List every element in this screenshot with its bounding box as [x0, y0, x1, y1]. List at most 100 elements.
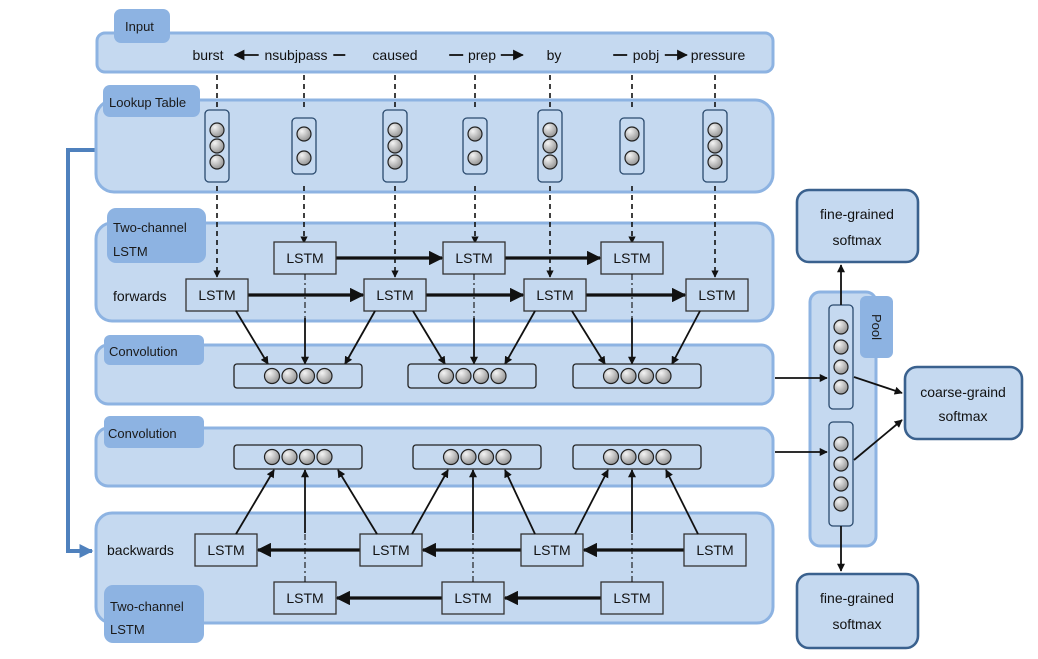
forwards-label: forwards: [113, 288, 167, 304]
neuron-node: [833, 476, 849, 492]
neuron-node: [298, 448, 316, 466]
neuron-node: [602, 448, 620, 466]
lstm-backward-relation: LSTM: [441, 581, 505, 615]
neuron-node: [620, 367, 637, 385]
neuron-node: [460, 448, 477, 466]
neuron-node: [281, 448, 298, 466]
neuron-node: [833, 456, 849, 472]
neuron-node: [542, 154, 558, 170]
lookup-vector: [537, 109, 563, 183]
neuron-node: [542, 122, 558, 138]
lstm-backward-word: LSTM: [194, 533, 258, 567]
lstm-to-conv-arrow: [337, 469, 378, 535]
lookup-table-panel: Lookup Table: [94, 85, 775, 194]
neuron-node: [833, 436, 849, 452]
neuron-node: [707, 138, 723, 154]
lstm-forward-relation: LSTM: [442, 241, 506, 275]
pool-to-coarse-softmax-arrow: [853, 419, 903, 461]
lstm-label: LSTM: [372, 542, 409, 558]
lstm-label: LSTM: [454, 590, 491, 606]
lstm-to-conv-arrow: [571, 310, 606, 365]
neuron-node: [316, 367, 333, 385]
lstm-label: LSTM: [376, 287, 413, 303]
neuron-node: [467, 150, 483, 166]
conv-vector-box: [233, 363, 363, 389]
lookup-vector: [702, 109, 728, 183]
neuron-node: [707, 154, 723, 170]
neuron-node: [542, 138, 558, 154]
lstm-box: [683, 533, 747, 567]
neuron-node: [637, 448, 655, 466]
backward-lstm-panel: Two-channel LSTM: [94, 511, 775, 643]
neuron-node: [624, 150, 640, 166]
lstm-to-conv-arrow: [574, 469, 609, 535]
lstm-box: [185, 278, 249, 312]
input-word: caused: [372, 47, 417, 63]
backwards-label: backwards: [107, 542, 174, 558]
neuron-node: [655, 367, 672, 385]
lstm-to-conv-arrow: [235, 469, 275, 535]
fine-grained-softmax-top: fine-grained softmax: [795, 188, 920, 264]
lookup-vector: [619, 117, 645, 175]
lstm-forward-relation: LSTM: [600, 241, 664, 275]
dependency-relation: nsubjpass: [233, 47, 346, 63]
lstm-label: LSTM: [198, 287, 235, 303]
conv-vector-box: [233, 444, 363, 470]
fwd-tab-line2: LSTM: [113, 244, 148, 259]
lstm-to-conv-arrow: [344, 310, 376, 365]
neuron-node: [209, 138, 225, 154]
conv-vector-box: [572, 444, 702, 470]
lstm-backward-word: LSTM: [359, 533, 423, 567]
lstm-forward-relation: LSTM: [273, 241, 337, 275]
input-word: by: [547, 47, 562, 63]
word-text: caused: [372, 47, 417, 63]
neuron-node: [833, 496, 849, 512]
word-text: burst: [192, 47, 223, 63]
bwd-tab-line1: Two-channel: [110, 599, 184, 614]
neuron-node: [316, 448, 333, 466]
neuron-node: [833, 379, 849, 395]
pool-vector-top: [828, 304, 854, 410]
lstm-backward-relation: LSTM: [600, 581, 664, 615]
coarse-softmax-line1: coarse-graind: [920, 384, 1006, 400]
lstm-box: [600, 241, 664, 275]
neuron-node: [655, 448, 672, 466]
fine-grained-softmax-bottom: fine-grained softmax: [795, 572, 920, 650]
conv1-tab-label: Convolution: [109, 344, 178, 359]
neuron-node: [387, 138, 403, 154]
lstm-label: LSTM: [696, 542, 733, 558]
fwd-tab-line1: Two-channel: [113, 220, 187, 235]
neuron-node: [209, 122, 225, 138]
lstm-label: LSTM: [533, 542, 570, 558]
neuron-node: [490, 367, 507, 385]
lstm-forward-word: LSTM: [523, 278, 587, 312]
lstm-label: LSTM: [698, 287, 735, 303]
neuron-node: [624, 126, 640, 142]
input-tab-label: Input: [125, 19, 154, 34]
conv-vector-bottom: [572, 444, 702, 470]
lstm-label: LSTM: [207, 542, 244, 558]
lstm-label: LSTM: [613, 250, 650, 266]
dependency-relation: pobj: [613, 47, 688, 63]
dependency-relation: prep: [449, 47, 524, 63]
lookup-vector: [291, 117, 317, 175]
lstm-label: LSTM: [455, 250, 492, 266]
relation-text: prep: [468, 47, 496, 63]
neuron-node: [387, 154, 403, 170]
lstm-box: [441, 581, 505, 615]
input-word: burst: [192, 47, 223, 63]
pool-vector-bottom: [828, 421, 854, 527]
neuron-node: [707, 122, 723, 138]
lstm-to-conv-arrow: [412, 310, 446, 365]
neuron-node: [209, 154, 225, 170]
neuron-node: [455, 367, 472, 385]
relation-text: pobj: [633, 47, 659, 63]
coarse-softmax-line2: softmax: [938, 408, 987, 424]
neuron-node: [296, 126, 312, 142]
lstm-forward-word: LSTM: [185, 278, 249, 312]
lstm-label: LSTM: [286, 590, 323, 606]
fine-softmax-top-line1: fine-grained: [820, 206, 894, 222]
lookup-tab-label: Lookup Table: [109, 95, 186, 110]
neuron-node: [477, 448, 495, 466]
